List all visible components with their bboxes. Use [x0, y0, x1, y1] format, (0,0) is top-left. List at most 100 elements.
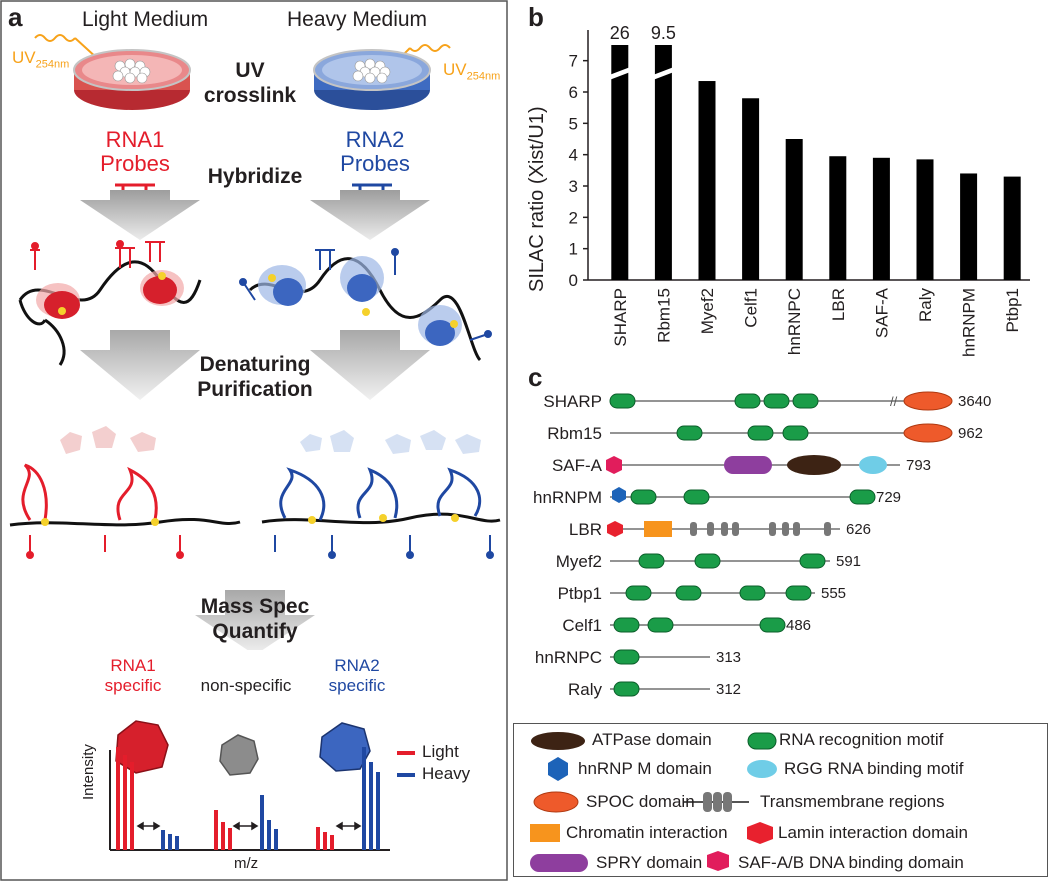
domain-legend: ATPase domain RNA recognition motif hnRN…	[513, 723, 1048, 877]
tm-region	[824, 522, 831, 536]
lamin-swatch-icon	[747, 822, 773, 844]
protein-length: 626	[846, 521, 871, 538]
rna2-line2: Probes	[340, 151, 410, 176]
safab-domain	[606, 456, 622, 474]
protein-name: SAF-A	[552, 456, 603, 475]
protein-name: Rbm15	[547, 424, 602, 443]
atpase-domain	[787, 455, 841, 475]
denaturing-purification-step: Denaturing Purification	[170, 352, 340, 402]
blue-rna-loops-icon	[279, 467, 482, 521]
axis-break-mark: //	[890, 394, 898, 409]
protein-name: Ptbp1	[558, 584, 602, 603]
bar-raly	[916, 159, 934, 280]
protein-name: Celf1	[562, 616, 602, 635]
rgg-swatch-icon	[747, 760, 777, 778]
denature-line1: Denaturing	[199, 353, 311, 376]
uv-step-line2: crosslink	[203, 84, 297, 107]
protein-name: Raly	[568, 680, 603, 699]
legend-light-label: Light	[422, 742, 459, 761]
rna2-specific-label: RNA2 specific	[312, 656, 402, 696]
panel-a-label: a	[8, 2, 23, 32]
category-label: SAF-A	[872, 287, 891, 338]
category-label: LBR	[829, 288, 848, 321]
category-label: Rbm15	[654, 288, 673, 343]
category-label: Raly	[916, 288, 935, 323]
bar-celf1	[742, 98, 760, 281]
rna1-probes-label: RNA1 Probes	[80, 128, 190, 176]
tm-swatch-icon	[684, 792, 749, 812]
silac-y-axis-label: SILAC ratio (Xist/U1)	[526, 106, 548, 292]
protein-length: 555	[821, 585, 846, 602]
rrm-domain	[785, 585, 812, 601]
tm-region	[769, 522, 776, 536]
category-label: Myef2	[698, 288, 717, 334]
uv-wave-right-icon	[409, 44, 451, 52]
rna1-specific-label: RNA1 specific	[88, 656, 178, 696]
mass-spec-step: Mass Spec Quantify	[170, 594, 340, 644]
hybridize-graphics	[18, 183, 492, 366]
red-rna-loops-icon	[21, 463, 158, 521]
heavy-dish-icon	[313, 49, 431, 110]
legend-rgg: RGG RNA binding motif	[784, 759, 964, 778]
red-complex-icon	[18, 240, 202, 366]
mass-line2: Quantify	[212, 620, 298, 643]
tm-region	[793, 522, 800, 536]
protein-length: 793	[906, 457, 931, 474]
legend-atpase: ATPase domain	[592, 730, 712, 749]
bar-rbm15	[654, 45, 672, 280]
protein-name: SHARP	[543, 392, 602, 411]
rrm-domain	[613, 617, 640, 633]
protein-name: hnRNPC	[535, 648, 602, 667]
rna2-line1: RNA2	[345, 127, 405, 152]
rrm-domain	[739, 585, 766, 601]
rrm-domain	[675, 585, 702, 601]
washed-blue-proteins-icon	[300, 430, 481, 454]
tm-region	[782, 522, 789, 536]
spoc-domain	[903, 423, 953, 443]
arrow-down-left-1-icon	[80, 190, 200, 240]
blue-complex-icon	[239, 248, 492, 362]
uv-crosslink-step: UV crosslink	[200, 58, 300, 108]
hnrnpm-swatch-icon	[548, 757, 568, 781]
spry-swatch-icon	[530, 854, 588, 872]
axis-break-mark	[609, 67, 631, 80]
tm-region	[721, 522, 728, 536]
rrm-domain	[613, 649, 640, 665]
protein-length: 591	[836, 553, 861, 570]
y-tick-label: 5	[569, 114, 578, 133]
legend-tm: Transmembrane regions	[760, 792, 945, 811]
rrm-domain	[694, 553, 721, 569]
axis-break-mark	[652, 67, 674, 80]
rrm-domain	[747, 425, 774, 441]
uv-wave-left-icon	[34, 34, 76, 42]
petri-dishes	[34, 34, 451, 110]
protein-length: 3640	[958, 393, 991, 410]
blue-probe-bound-icon	[274, 535, 494, 559]
red-probe-bound-icon	[26, 535, 184, 559]
mass-spec-arrow	[195, 590, 315, 650]
non-specific-label: non-specific	[200, 676, 292, 695]
arrow-down-right-2-icon	[310, 330, 430, 400]
rna1-line2: Probes	[100, 151, 170, 176]
panel-b-label: b	[528, 2, 544, 32]
legend-rrm: RNA recognition motif	[779, 730, 944, 749]
washed-red-proteins-icon	[60, 426, 156, 454]
rrm-domain	[799, 553, 826, 569]
panel-a-border	[0, 0, 508, 881]
bar-hnrnpc	[785, 139, 803, 280]
rrm-domain	[763, 393, 790, 409]
y-tick-label: 1	[569, 240, 578, 259]
protein-length: 486	[786, 617, 811, 634]
y-tick-label: 6	[569, 83, 578, 102]
legend-chromatin: Chromatin interaction	[566, 823, 728, 842]
bar-sharp	[611, 45, 629, 280]
spry-domain	[724, 456, 772, 474]
category-label: Ptbp1	[1003, 288, 1022, 332]
blue-rna-strand-icon	[261, 512, 501, 525]
rrm-domain	[734, 393, 761, 409]
bar-hnrnpm	[960, 173, 978, 280]
hnrnpm-domain	[612, 487, 626, 503]
rna2-probes-label: RNA2 Probes	[320, 128, 430, 176]
